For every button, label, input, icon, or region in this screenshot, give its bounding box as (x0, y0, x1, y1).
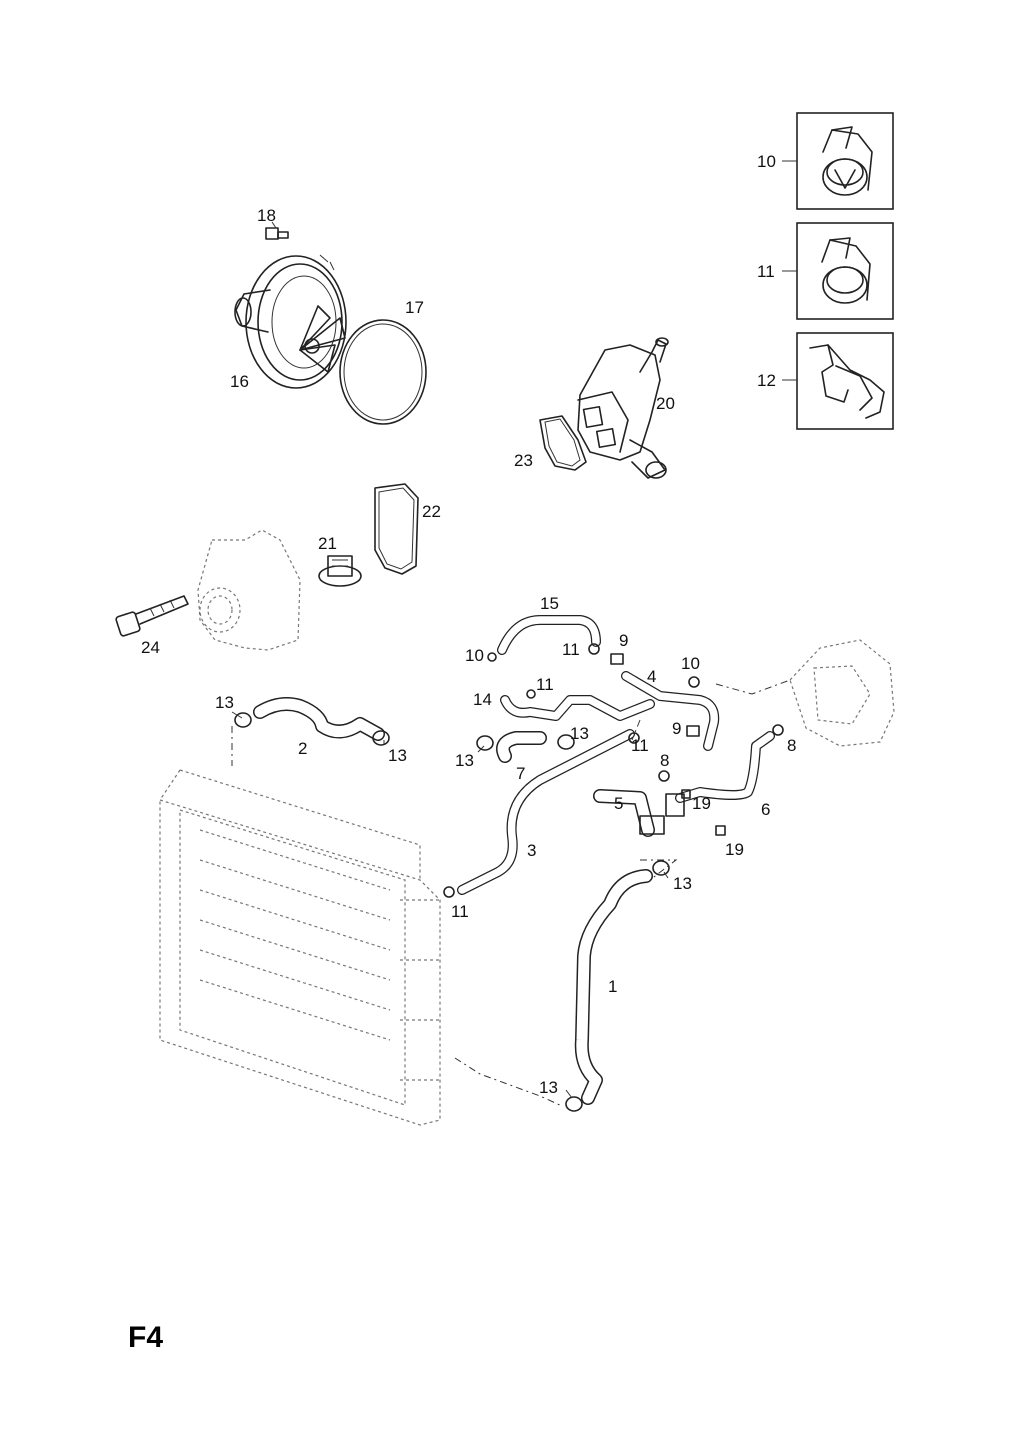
callout-3: 3 (527, 841, 536, 860)
hose-14 (500, 695, 655, 721)
callout-10-box: 10 (757, 152, 776, 171)
connection-lines (231, 679, 791, 1107)
hose-4 (621, 671, 720, 751)
thermostat (318, 555, 362, 587)
callout-13-hose1-top: 13 (673, 874, 692, 893)
callout-11-mid: 11 (536, 675, 554, 694)
water-pump-gasket (339, 319, 427, 425)
callout-20: 20 (656, 394, 675, 413)
callout-2: 2 (298, 739, 307, 758)
callout-10-right: 10 (681, 654, 700, 673)
thermostat-cover-outline (197, 529, 301, 651)
callout-21: 21 (318, 534, 337, 553)
pipe-bolt (681, 789, 691, 799)
callout-7: 7 (516, 764, 525, 783)
clamp-type-11-box (782, 222, 894, 320)
callout-13-left: 13 (215, 693, 234, 712)
callout-9-right: 9 (672, 719, 681, 738)
water-pump-bolt (265, 227, 289, 240)
callout-1: 1 (608, 977, 617, 996)
callout-leaders (231, 221, 669, 1099)
callout-22: 22 (422, 502, 441, 521)
callout-23: 23 (514, 451, 533, 470)
callout-12-box: 12 (757, 371, 776, 390)
callout-9-top: 9 (619, 631, 628, 650)
hose-15 (497, 615, 601, 655)
callout-11-right: 11 (631, 736, 649, 755)
hose-7 (496, 731, 547, 763)
callout-8-right: 8 (787, 736, 796, 755)
callout-24: 24 (141, 638, 160, 657)
callout-13-hose7: 13 (455, 751, 474, 770)
callout-10-top: 10 (465, 646, 484, 665)
callout-11-box: 11 (757, 262, 775, 281)
callout-11-top: 11 (562, 640, 580, 659)
callout-14: 14 (473, 690, 492, 709)
callout-19-upper: 19 (692, 794, 711, 813)
hose-2 (253, 697, 385, 741)
callout-13-center: 13 (570, 724, 589, 743)
thermostat-housing (577, 337, 669, 479)
callout-18: 18 (257, 206, 276, 225)
hose-3 (457, 729, 635, 895)
thermostat-housing-gasket (539, 415, 587, 471)
thermostat-cover-bolt (115, 595, 189, 637)
callout-8-mid: 8 (660, 751, 669, 770)
callout-16: 16 (230, 372, 249, 391)
callout-11-lower: 11 (451, 902, 469, 921)
hose-1 (574, 869, 653, 1105)
coolant-pipe (593, 789, 685, 837)
hose-6 (675, 731, 775, 803)
callout-5: 5 (614, 794, 623, 813)
pipe-bolt (715, 825, 726, 836)
callout-labels: 10 11 12 18 17 16 20 23 22 21 24 15 9 10… (141, 152, 796, 1097)
hose-clamps (234, 643, 784, 1112)
radiator-outline (159, 769, 441, 1126)
callout-15: 15 (540, 594, 559, 613)
clamp-type-10-box (782, 112, 894, 210)
thermostat-gasket (374, 483, 419, 575)
callout-13-bottom: 13 (539, 1078, 558, 1097)
clamp-type-12-box (782, 332, 894, 430)
callout-6: 6 (761, 800, 770, 819)
callout-17: 17 (405, 298, 424, 317)
engine-outline (789, 639, 895, 747)
callout-4: 4 (647, 667, 656, 686)
water-pump (234, 254, 347, 389)
callout-13-hose2: 13 (388, 746, 407, 765)
page-code: F4 (128, 1321, 163, 1354)
callout-19-lower: 19 (725, 840, 744, 859)
